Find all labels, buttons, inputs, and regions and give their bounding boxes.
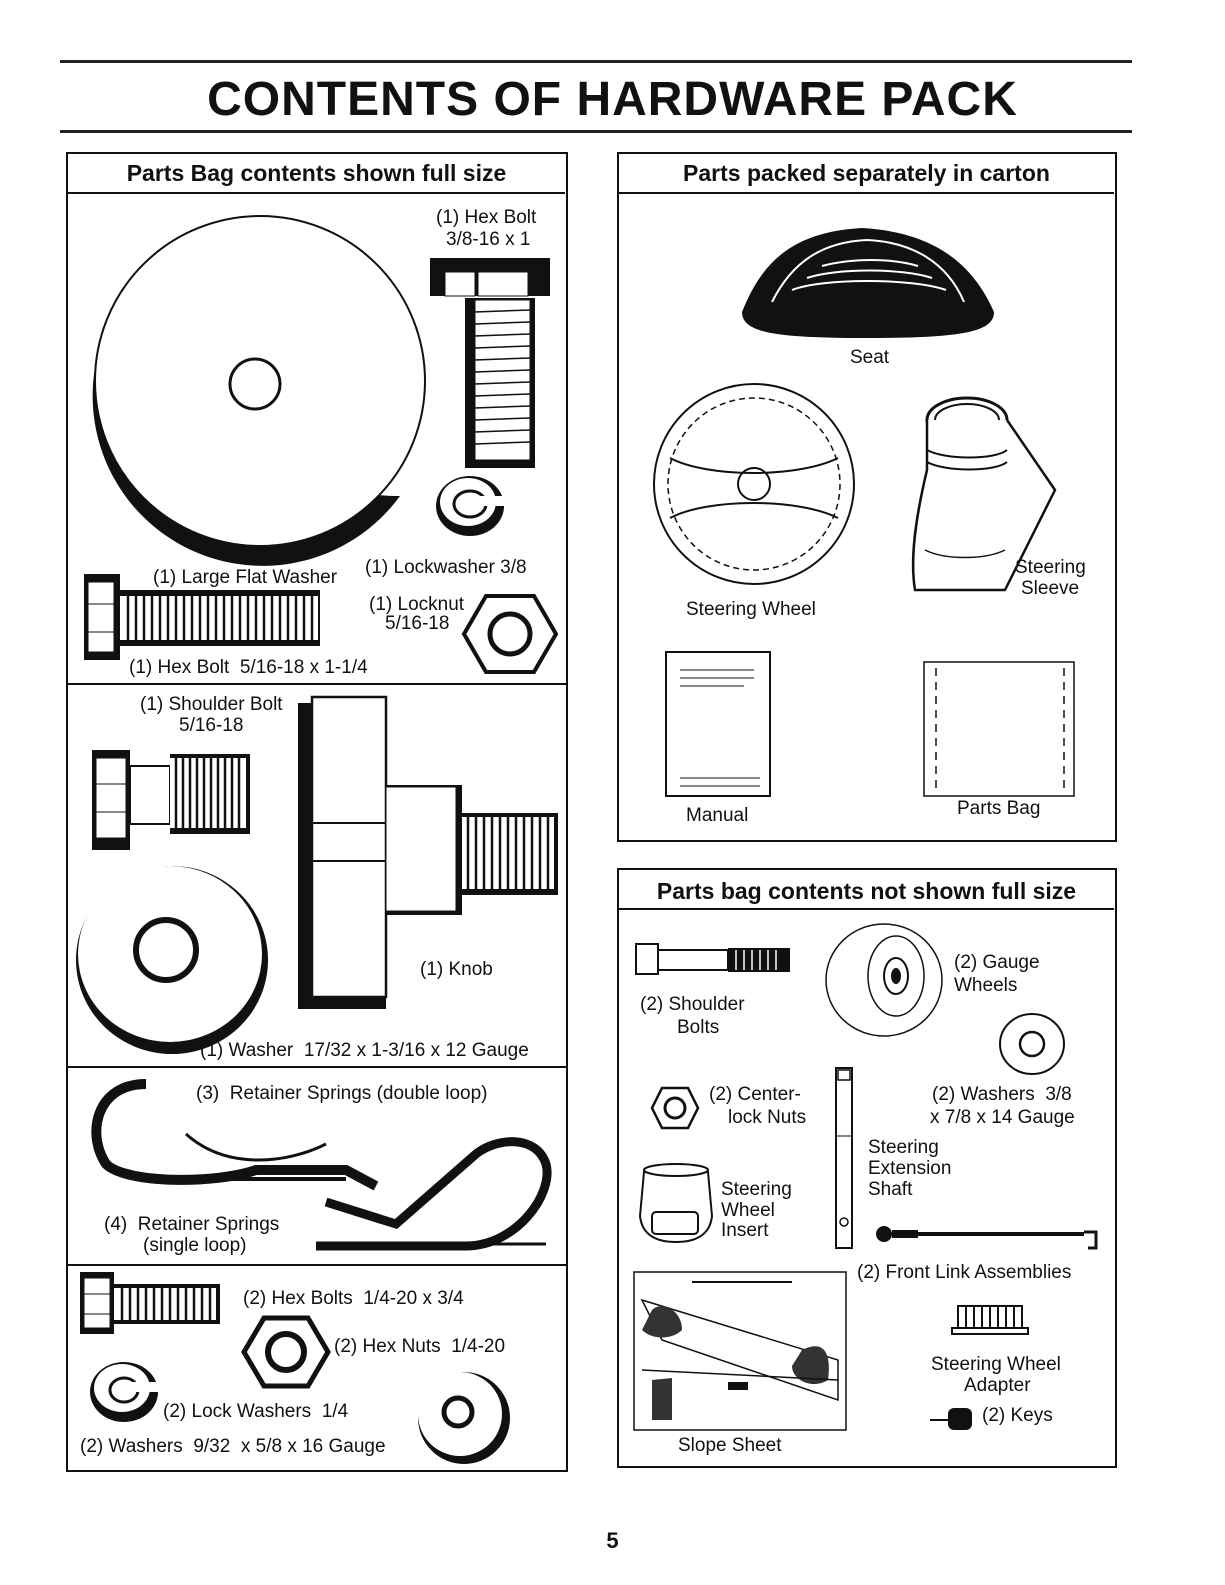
front-link-label: (2) Front Link Assemblies	[857, 1262, 1072, 1283]
wheel-insert-label-2: Wheel	[721, 1200, 775, 1221]
retainer-single-label-2: (single loop)	[143, 1235, 247, 1256]
page-number: 5	[606, 1528, 619, 1553]
washers-9-32-label: (2) Washers 9/32 x 5/8 x 16 Gauge	[80, 1436, 386, 1457]
locknut-label: (1) Locknut	[369, 594, 465, 615]
shoulder-bolt-icon	[92, 750, 250, 850]
hex-bolt-5-16-label: (1) Hex Bolt 5/16-18 x 1-1/4	[129, 657, 368, 678]
gauge-wheels-label: (2) Gauge	[954, 952, 1040, 973]
shoulder-bolts-label: (2) Shoulder	[640, 994, 745, 1015]
manual-label: Manual	[686, 805, 749, 826]
left-divider-3	[66, 1264, 568, 1266]
extension-shaft-label-2: Extension	[868, 1158, 952, 1179]
page-title: CONTENTS OF HARDWARE PACK	[207, 73, 1018, 126]
washer-3-8-icon	[999, 1013, 1065, 1075]
hex-bolts-1-4-label: (2) Hex Bolts 1/4-20 x 3/4	[243, 1288, 464, 1309]
hex-nuts-1-4-label: (2) Hex Nuts 1/4-20	[334, 1336, 506, 1357]
right-top-panel-header: Parts packed separately in carton	[619, 154, 1114, 194]
hex-bolt-5-16-icon	[84, 574, 320, 660]
lock-washers-1-4-label: (2) Lock Washers 1/4	[163, 1401, 349, 1422]
left-divider-2	[66, 1066, 568, 1068]
shoulder-bolts-label-2: Bolts	[677, 1017, 720, 1038]
large-flat-washer-icon	[92, 215, 426, 566]
knob-icon	[298, 695, 558, 1009]
wheel-adapter-label-2: Adapter	[964, 1375, 1031, 1396]
slope-sheet-icon	[633, 1271, 847, 1431]
center-lock-nuts-label: (2) Center-	[709, 1084, 801, 1105]
washer-17-32-label: (1) Washer 17/32 x 1-3/16 x 12 Gauge	[200, 1040, 529, 1061]
lockwasher-icon	[436, 476, 508, 536]
lock-washer-1-4-icon	[90, 1362, 162, 1422]
gauge-wheel-icon	[825, 923, 943, 1037]
title-bottom-rule	[60, 130, 1132, 133]
lockwasher-label: (1) Lockwasher 3/8	[365, 557, 527, 578]
key-icon	[930, 1408, 972, 1430]
hex-bolt-1-4-icon	[80, 1272, 220, 1334]
steering-sleeve-icon	[911, 396, 1057, 592]
manual-icon	[665, 651, 771, 797]
washer-17-32-icon	[76, 866, 268, 1054]
extension-shaft-icon	[835, 1067, 853, 1249]
washers-3-8-label-2: x 7/8 x 14 Gauge	[930, 1107, 1075, 1128]
right-bottom-panel-header: Parts bag contents not shown full size	[619, 870, 1114, 910]
shoulder-bolt-size: 5/16-18	[179, 715, 244, 736]
hex-nut-1-4-icon	[241, 1315, 331, 1389]
parts-bag-icon	[923, 661, 1075, 797]
steering-sleeve-label: Steering	[1015, 557, 1086, 578]
wheel-insert-label-3: Insert	[721, 1220, 769, 1241]
shoulder-bolt-label: (1) Shoulder Bolt	[140, 694, 283, 715]
steering-sleeve-label-2: Sleeve	[1021, 578, 1080, 599]
front-link-icon	[876, 1226, 1098, 1250]
extension-shaft-label: Steering	[868, 1137, 939, 1158]
parts-bag-label: Parts Bag	[957, 798, 1041, 819]
wheel-adapter-label: Steering Wheel	[931, 1354, 1061, 1375]
large-flat-washer-label: (1) Large Flat Washer	[153, 567, 338, 588]
knob-label: (1) Knob	[420, 959, 493, 980]
title-top-rule	[60, 60, 1132, 63]
keys-label: (2) Keys	[982, 1405, 1053, 1426]
gauge-wheels-label-2: Wheels	[954, 975, 1018, 996]
retainer-spring-double-icon	[91, 1079, 552, 1251]
left-panel-header: Parts Bag contents shown full size	[68, 154, 565, 194]
slope-sheet-label: Slope Sheet	[678, 1435, 782, 1456]
hex-bolt-3-8-label: (1) Hex Bolt	[436, 207, 537, 228]
seat-label: Seat	[850, 347, 890, 368]
steering-wheel-label: Steering Wheel	[686, 599, 816, 620]
washer-9-32-icon	[418, 1372, 510, 1464]
steering-wheel-icon	[653, 383, 855, 585]
retainer-double-label: (3) Retainer Springs (double loop)	[196, 1083, 488, 1104]
wheel-insert-icon	[638, 1163, 714, 1244]
hex-bolt-3-8-size: 3/8-16 x 1	[446, 229, 531, 250]
washers-3-8-label: (2) Washers 3/8	[932, 1084, 1072, 1105]
center-lock-nut-icon	[650, 1086, 700, 1130]
center-lock-nuts-label-2: lock Nuts	[728, 1107, 807, 1128]
wheel-insert-label: Steering	[721, 1179, 792, 1200]
wheel-adapter-icon	[951, 1305, 1029, 1335]
shoulder-bolt-small-icon	[635, 943, 790, 975]
extension-shaft-label-3: Shaft	[868, 1179, 913, 1200]
locknut-icon	[461, 594, 559, 674]
retainer-single-label: (4) Retainer Springs	[104, 1214, 280, 1235]
left-divider-1	[66, 683, 568, 685]
seat-icon	[742, 228, 994, 338]
locknut-size: 5/16-18	[385, 613, 450, 634]
hex-bolt-3-8-icon	[430, 258, 550, 468]
